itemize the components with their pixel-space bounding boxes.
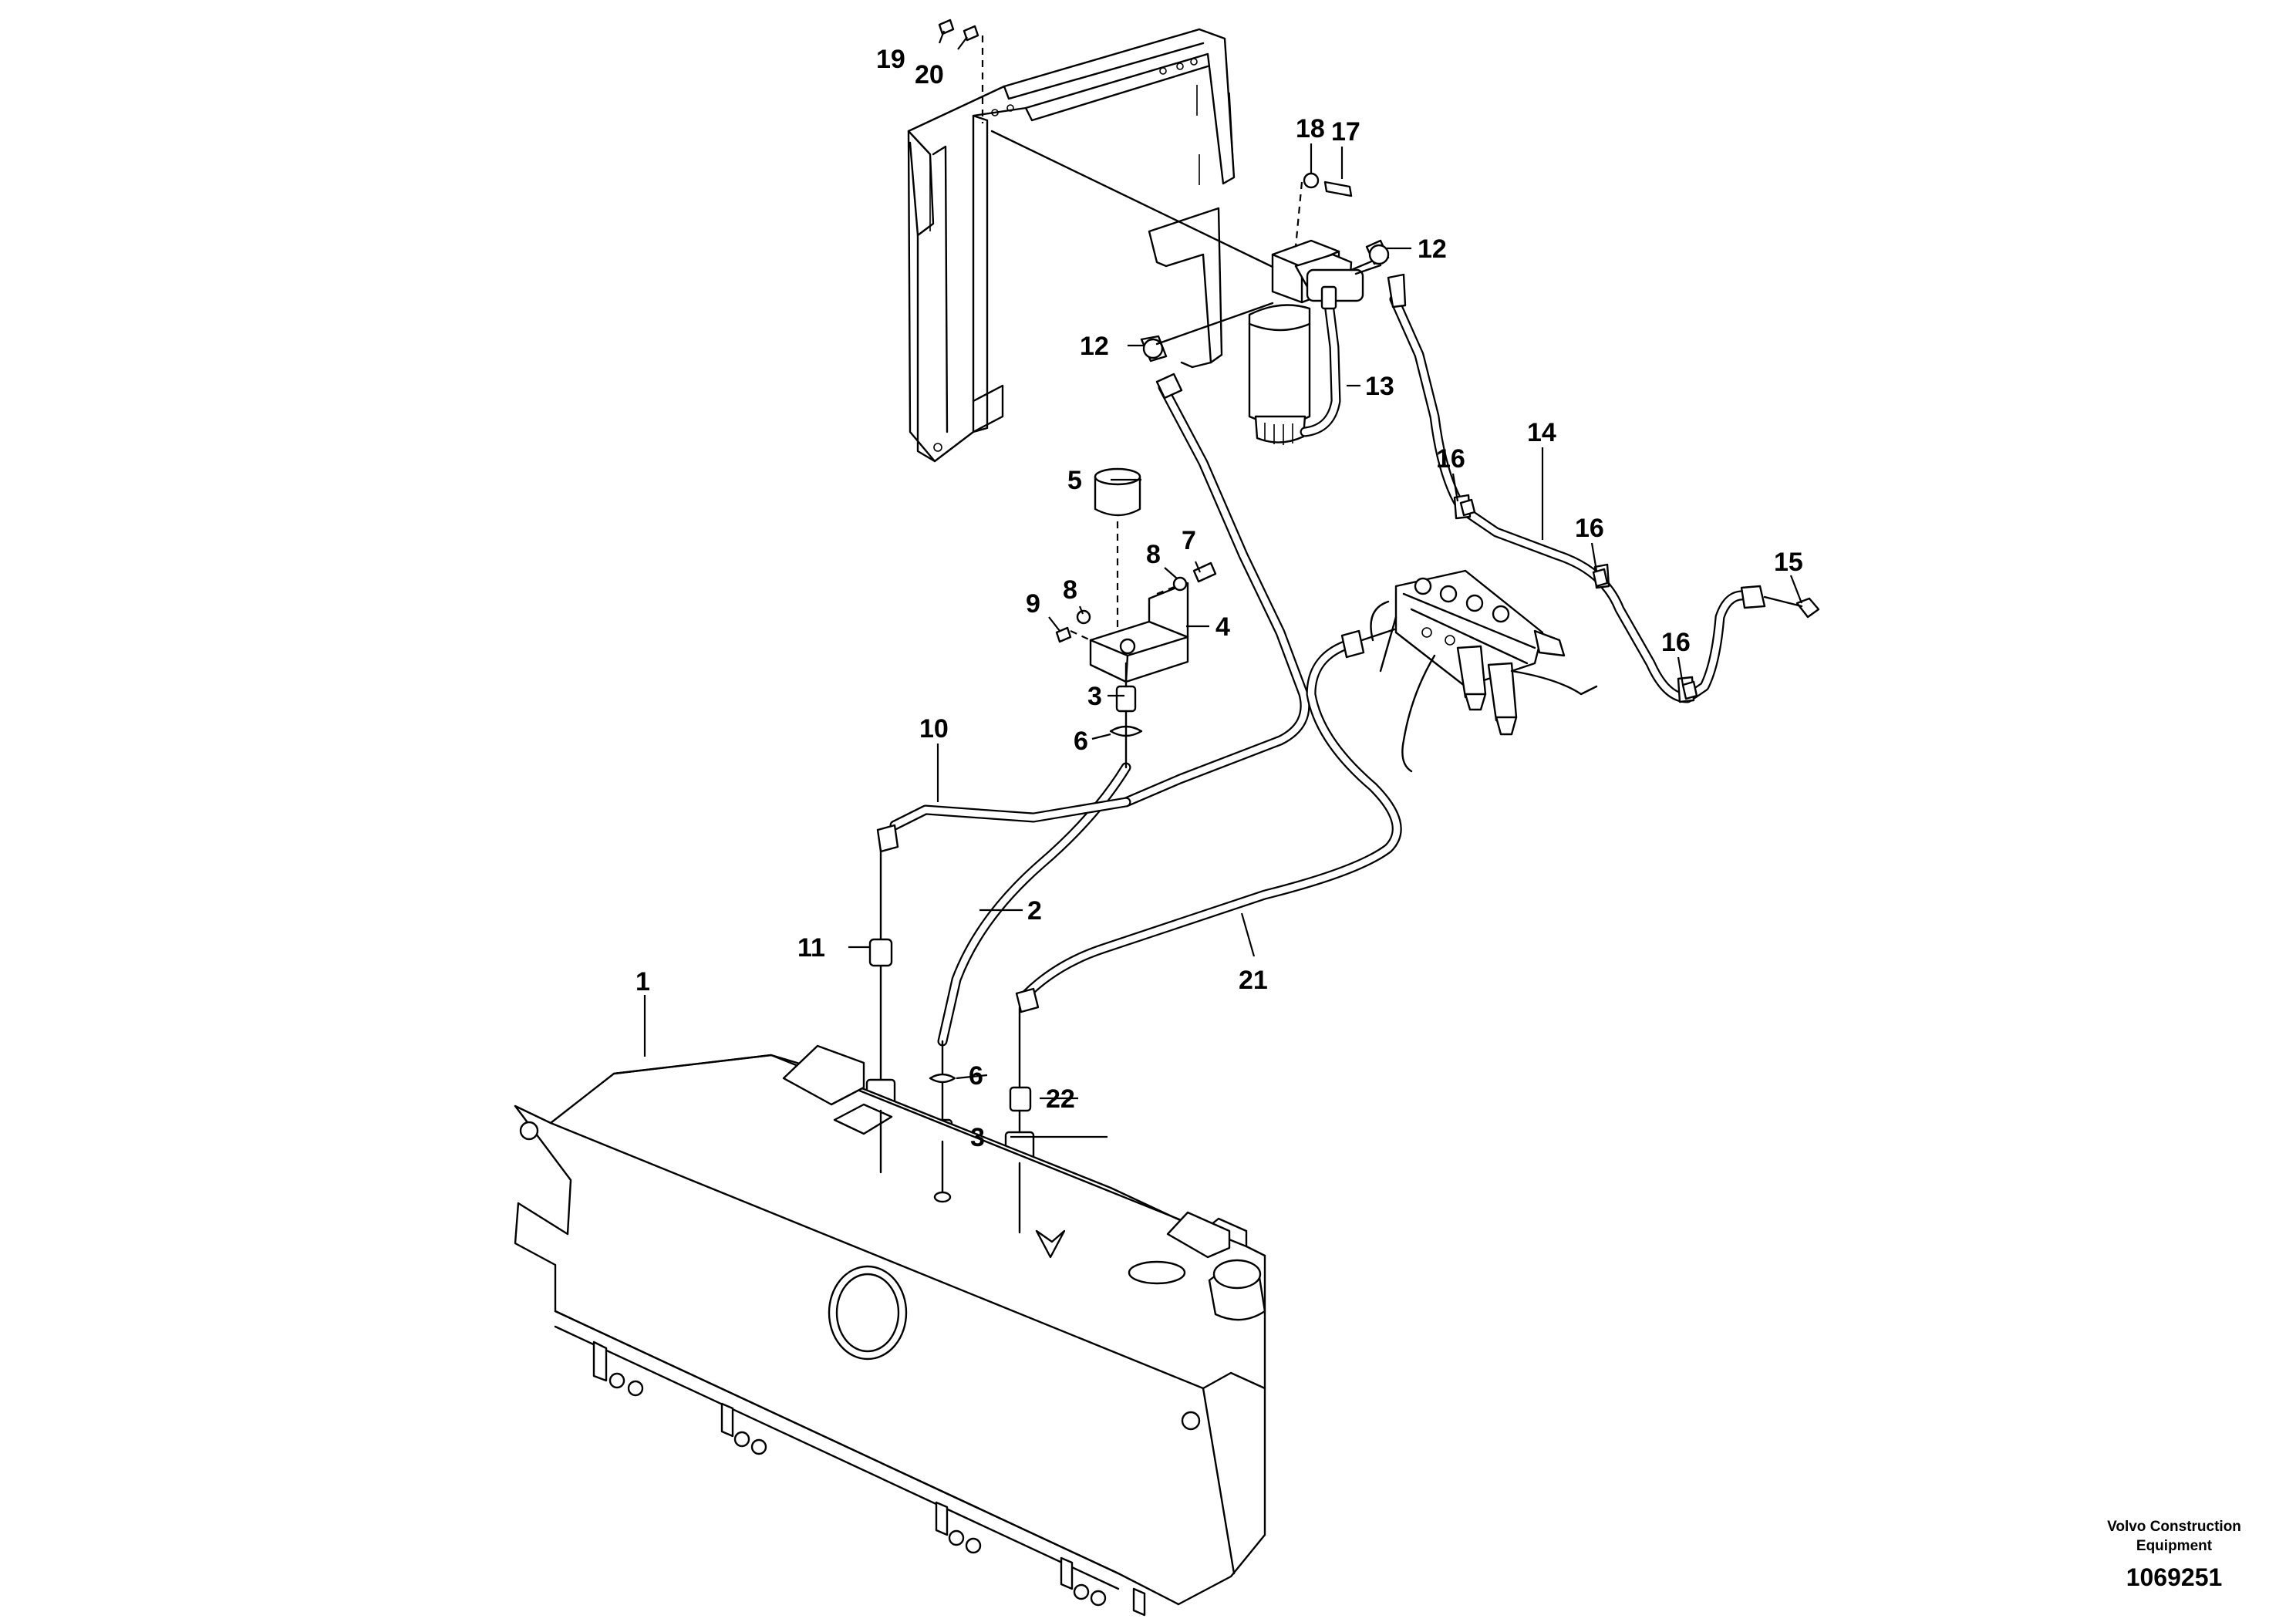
fuel-filter-assembly — [1248, 239, 1382, 445]
callout-12-right: 12 — [1418, 234, 1447, 264]
callout-6-upper: 6 — [1074, 727, 1088, 756]
support-frame — [907, 28, 1236, 463]
callout-22: 22 — [1046, 1084, 1075, 1114]
brand-line-1: Volvo Construction — [2107, 1519, 2241, 1535]
fuel-hose-filter-to-tank — [1121, 302, 1310, 808]
callout-15: 15 — [1774, 548, 1803, 577]
callout-10: 10 — [919, 714, 949, 744]
callout-14: 14 — [1527, 418, 1556, 447]
injection-pump-unit — [1370, 569, 1598, 773]
callout-16-b: 16 — [1575, 514, 1604, 543]
callout-18: 18 — [1296, 114, 1325, 143]
callout-4: 4 — [1215, 612, 1230, 642]
callout-20: 20 — [915, 60, 944, 89]
callout-1: 1 — [636, 967, 650, 996]
tank-mounting-lugs — [592, 1340, 1146, 1617]
callout-17: 17 — [1331, 117, 1360, 147]
leader-lines — [643, 30, 1803, 1138]
callout-2: 2 — [1027, 896, 1042, 926]
callout-8-left: 8 — [1063, 575, 1077, 605]
callout-9: 9 — [1026, 589, 1040, 619]
callout-12-left: 12 — [1080, 332, 1109, 361]
callout-16-a: 16 — [1436, 444, 1465, 474]
callout-16-c: 16 — [1661, 628, 1691, 657]
drawing-footer: Volvo Construction Equipment 1069251 — [2107, 1519, 2241, 1591]
callout-3-upper: 3 — [1087, 682, 1102, 711]
callout-21: 21 — [1239, 966, 1268, 995]
callouts: 1 2 3 3 4 5 6 6 7 8 8 9 10 11 12 12 13 1… — [636, 45, 1803, 1152]
callout-3-lower: 3 — [970, 1123, 985, 1152]
fuel-tank — [514, 1044, 1266, 1617]
small-hardware — [938, 19, 1353, 268]
callout-7: 7 — [1182, 526, 1196, 555]
hose-clamps — [1459, 498, 1698, 700]
fuel-hoses-tank-side — [876, 762, 1131, 1128]
drawing-number: 1069251 — [2126, 1563, 2223, 1591]
brand-line-2: Equipment — [2136, 1538, 2213, 1554]
fuel-hose-return — [1015, 628, 1402, 1013]
callout-13: 13 — [1365, 372, 1394, 401]
callout-6-lower: 6 — [969, 1061, 983, 1091]
callout-5: 5 — [1067, 466, 1082, 495]
callout-11: 11 — [797, 933, 825, 963]
callout-8-right: 8 — [1146, 540, 1161, 569]
callout-19: 19 — [876, 45, 905, 74]
breather-bracket-group — [1055, 467, 1217, 769]
